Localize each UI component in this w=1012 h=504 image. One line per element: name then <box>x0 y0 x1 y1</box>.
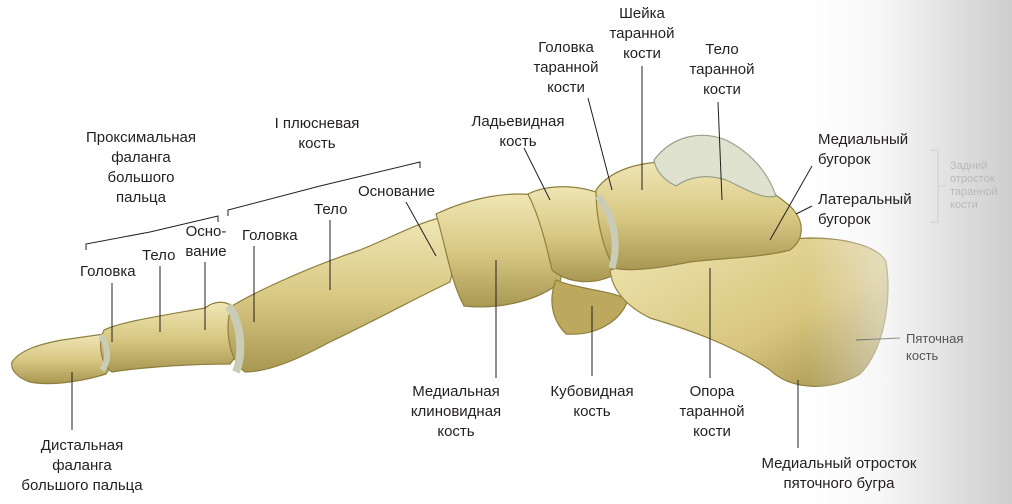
label-body-metatarsal: Тело <box>314 200 347 220</box>
label-talus-head: Головка таранной кости <box>524 38 608 98</box>
label-sustentaculum: Опора таранной кости <box>670 382 754 442</box>
page-bleed-shadow <box>807 0 1012 504</box>
label-body-phalanx: Тело <box>142 246 175 266</box>
label-navicular: Ладьевидная кость <box>460 112 576 152</box>
label-base-metatarsal: Основание <box>358 182 435 202</box>
proximal-phalanx-bone <box>100 302 240 372</box>
label-posterior-process: Задний отросток таранной кости <box>950 160 998 212</box>
label-proximal-phalanx: Проксимальная фаланга большого пальца <box>66 128 216 208</box>
label-first-metatarsal: I плюсневая кость <box>262 114 372 154</box>
label-calcaneal-process: Медиальный отросток пяточного бугра <box>742 454 936 494</box>
label-base-phalanx: Осно- вание <box>178 222 234 262</box>
label-talus-body: Тело таранной кости <box>680 40 764 100</box>
label-medial-cuneiform: Медиальная клиновидная кость <box>396 382 516 442</box>
label-head-metatarsal: Головка <box>242 226 298 246</box>
label-medial-tubercle: Медиальный бугорок <box>818 130 908 170</box>
talus-bone <box>596 135 801 269</box>
label-head-phalanx: Головка <box>80 262 136 282</box>
label-text: Проксимальная фаланга большого пальца <box>86 129 196 206</box>
label-distal-phalanx: Дистальная фаланга большого пальца <box>14 436 150 496</box>
label-calcaneus: Пяточная кость <box>906 330 963 364</box>
distal-phalanx-bone <box>12 334 111 384</box>
label-talus-neck: Шейка таранной кости <box>600 4 684 64</box>
label-lateral-tubercle: Латеральный бугорок <box>818 190 912 230</box>
label-cuboid: Кубовидная кость <box>538 382 646 422</box>
